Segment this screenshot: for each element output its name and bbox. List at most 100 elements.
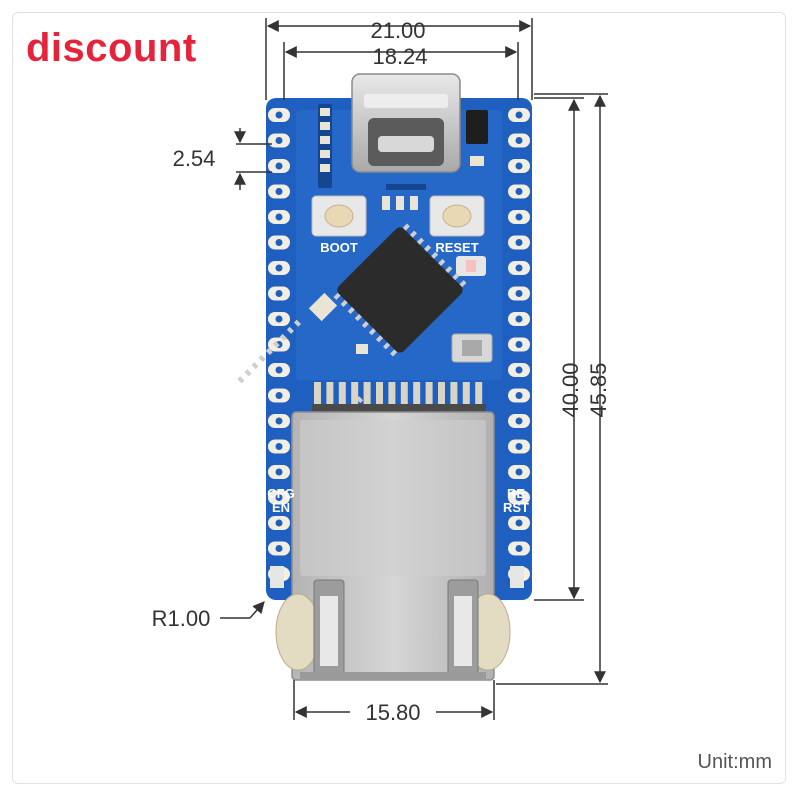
chip-leg <box>354 314 362 322</box>
dim-pin-span-width: 18.24 <box>372 44 427 69</box>
rj45-pin <box>450 382 458 406</box>
reset-button-icon <box>429 195 485 237</box>
chip-leg <box>361 321 369 329</box>
pin-hole <box>515 443 523 450</box>
chip-leg <box>251 362 259 370</box>
sensor-chip-window <box>462 340 482 356</box>
chip-leg <box>402 223 410 231</box>
dim-pcb-length: 40.00 <box>558 362 583 417</box>
resistor-array <box>318 104 332 188</box>
pin-hole <box>275 417 283 425</box>
pin-hole <box>515 366 523 374</box>
dim-overall-width: 21.00 <box>370 18 425 43</box>
pin-hole <box>515 137 523 144</box>
pin-hole <box>275 443 283 450</box>
chip-leg <box>265 347 273 356</box>
pin-hole <box>275 239 283 246</box>
chip-leg <box>459 280 467 288</box>
rst-label: RST <box>503 500 529 515</box>
pin-hole <box>515 188 523 195</box>
crystal <box>308 292 338 322</box>
pin-hole <box>275 188 283 195</box>
pin-hole <box>275 315 283 323</box>
capacitor-2 <box>356 344 368 354</box>
chip-leg <box>340 299 348 307</box>
discount-badge: discount <box>26 26 197 70</box>
pin-hole <box>515 392 523 399</box>
pin-hole <box>275 111 283 119</box>
chip-leg <box>347 306 355 315</box>
dim-rj45-width: 15.80 <box>365 700 420 725</box>
rj45-pin <box>413 382 421 406</box>
capacitor <box>470 156 484 166</box>
en-label: EN <box>272 500 290 515</box>
pin-hole <box>275 468 283 476</box>
pin-hole <box>515 519 523 527</box>
rj45-pin <box>314 382 321 406</box>
chip-leg <box>333 292 341 300</box>
pin-hole <box>515 468 523 476</box>
pin-hole <box>275 494 283 501</box>
rj45-pin <box>462 382 470 406</box>
pin-hole <box>275 366 283 374</box>
status-led-core <box>466 260 476 272</box>
chip-leg <box>237 376 245 384</box>
rj45-pin <box>388 382 396 406</box>
pin-hole <box>515 494 523 501</box>
chip-leg <box>409 230 417 238</box>
boot-label: BOOT <box>320 240 358 255</box>
regulator-chip <box>466 110 488 144</box>
rj45-pin <box>338 382 346 406</box>
chip-leg <box>375 335 384 343</box>
chip-leg <box>383 342 391 350</box>
pin-hole <box>275 137 283 144</box>
pin-hole <box>515 545 523 552</box>
pin-hole <box>515 264 523 272</box>
rj45-pin <box>425 382 433 406</box>
pin-hole <box>275 264 283 272</box>
pin-hole <box>275 519 283 527</box>
rj45-pin <box>475 382 483 406</box>
pin-hole <box>515 315 523 323</box>
dim-corner-radius: R1.00 <box>152 606 211 631</box>
pin-hole <box>515 341 523 348</box>
cfg-label: CFG <box>267 486 294 501</box>
pin-hole <box>515 417 523 425</box>
rj45-jack-icon <box>275 411 511 681</box>
chip-leg <box>286 326 294 334</box>
unit-label: Unit:mm <box>697 751 772 773</box>
passive-cluster <box>382 184 426 210</box>
rj45-pin <box>363 382 371 406</box>
dimension-lines <box>220 18 608 720</box>
rj45-pin-row <box>314 382 483 406</box>
pin-hole <box>515 213 523 221</box>
pin-hole <box>275 290 283 297</box>
rj45-pin <box>351 382 359 406</box>
corner-led-left <box>270 566 284 588</box>
usb-c-connector-icon <box>351 73 461 173</box>
rj45-pin <box>400 382 408 406</box>
chip-leg <box>438 258 446 266</box>
chip-leg <box>431 251 439 259</box>
dim-pin-pitch: 2.54 <box>173 146 216 171</box>
reset-label: RESET <box>435 240 478 255</box>
chip-leg <box>293 319 302 327</box>
rj45-pin <box>326 382 334 406</box>
pin-hole <box>515 239 523 246</box>
image-frame <box>12 12 786 784</box>
rj45-pin <box>376 382 383 406</box>
chip-leg <box>258 355 266 363</box>
rj45-pin <box>438 382 445 406</box>
boot-button-icon <box>311 195 367 237</box>
re-label: RE <box>507 486 525 501</box>
chip-leg <box>272 340 280 348</box>
dim-overall-length: 45.85 <box>586 362 611 417</box>
pin-hole <box>275 545 283 552</box>
chip-leg <box>424 244 432 252</box>
chip-leg <box>452 273 460 281</box>
rj45-pin-bar <box>312 404 486 412</box>
chip-leg <box>244 369 252 377</box>
pin-hole <box>275 392 283 399</box>
chip-leg <box>416 237 425 245</box>
